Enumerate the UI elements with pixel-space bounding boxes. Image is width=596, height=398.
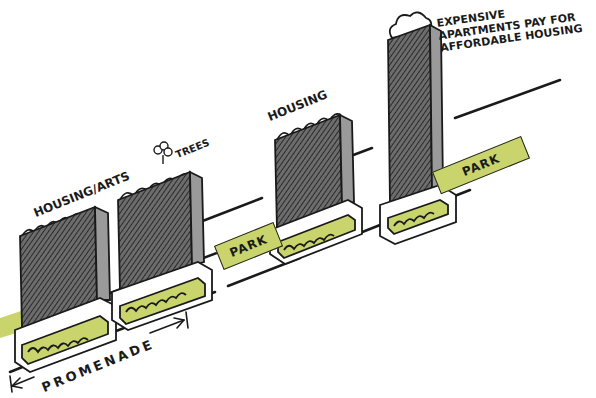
housing-arts-building — [112, 172, 212, 330]
park-area: PARK — [214, 222, 283, 270]
park-label: PARK — [228, 232, 270, 260]
housing-building — [270, 114, 362, 264]
sketch-annotation: EXPENSIVE APARTMENTS PAY FOR AFFORDABLE … — [436, 0, 592, 56]
tree-icon — [154, 142, 172, 164]
street-curbs — [10, 80, 560, 372]
park-area: PARK — [432, 136, 530, 194]
housing-arts-building — [15, 207, 116, 372]
park-label: PARK — [460, 151, 502, 179]
promenade-dimension — [10, 312, 188, 392]
sketch-annotation: TREES — [174, 128, 234, 161]
